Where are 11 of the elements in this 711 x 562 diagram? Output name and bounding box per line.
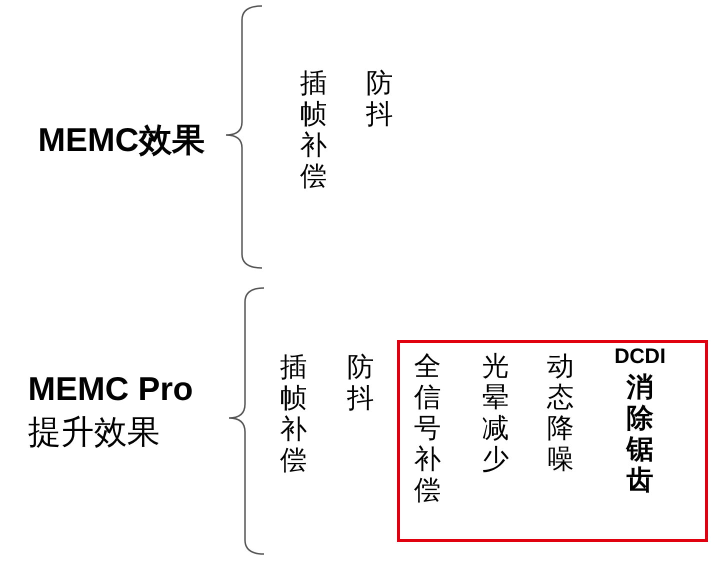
highlight-box [397,340,708,542]
heading: MEMC效果 [38,120,205,160]
vertical-label: 全信号补偿 [414,351,442,506]
vertical-label: 插帧补偿 [300,68,328,192]
vertical-label: 动态降噪 [547,351,575,476]
vertical-label: DCDI 消除锯齿 [613,345,667,496]
vertical-label: 光晕减少 [482,351,510,476]
heading: MEMC Pro 提升效果 [28,369,194,452]
vertical-label: 防抖 [347,352,375,414]
vertical-label: 插帧补偿 [280,352,308,476]
vertical-label: 防抖 [366,68,394,130]
